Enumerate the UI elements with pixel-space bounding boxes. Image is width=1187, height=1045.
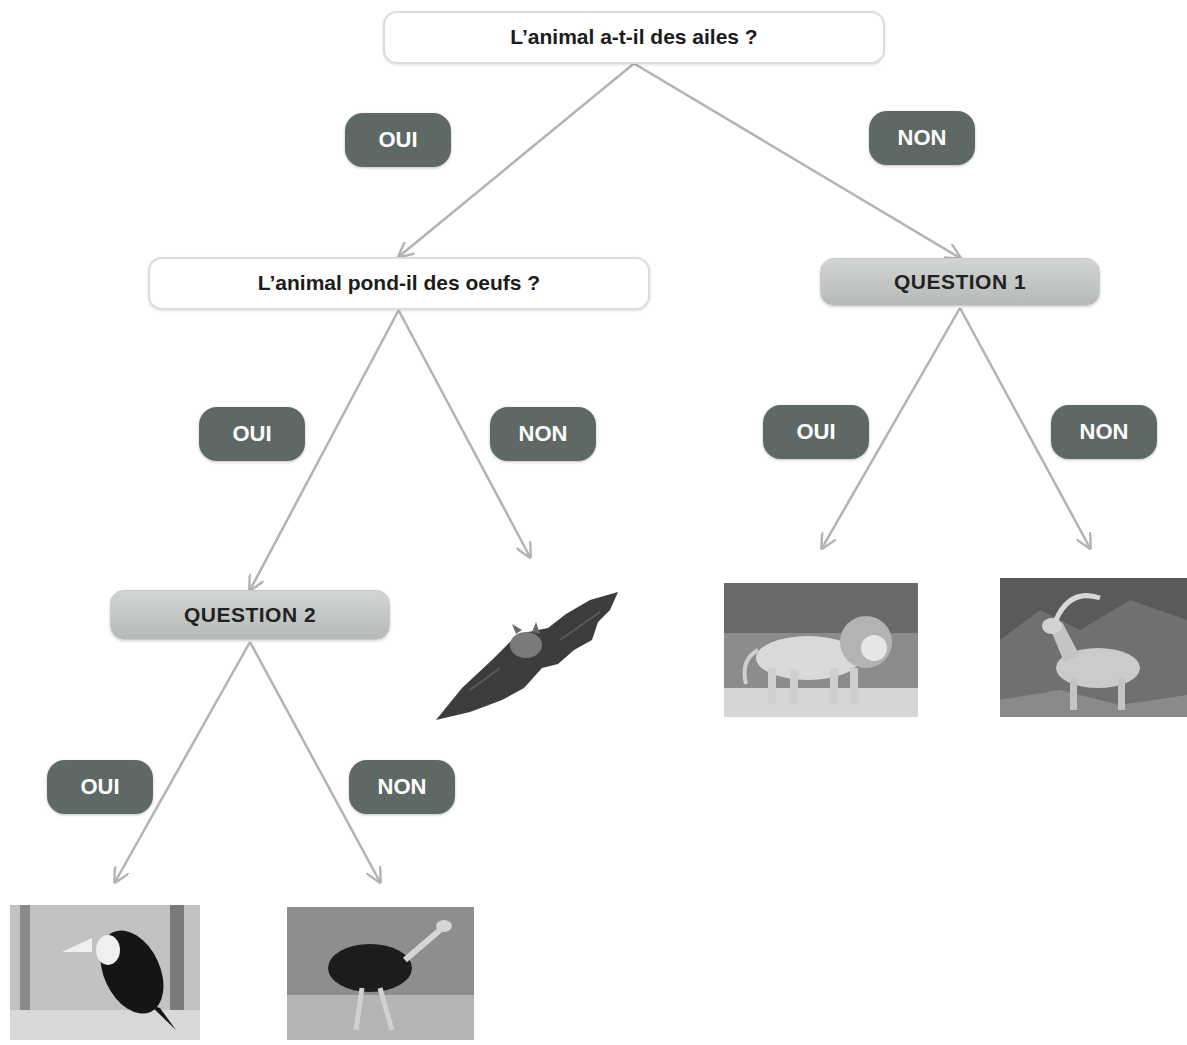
lion-photo — [850, 668, 858, 704]
answer-label: NON — [378, 774, 427, 800]
bat-picture — [436, 592, 618, 720]
ibex-photo — [1000, 578, 1187, 640]
ostrich-photo — [356, 988, 392, 1030]
answer-label: NON — [519, 421, 568, 447]
lion-photo — [840, 616, 892, 668]
ibex-photo — [1118, 678, 1125, 710]
node-text: QUESTION 2 — [184, 603, 316, 627]
answer-pill: NON — [349, 760, 455, 814]
bat-picture — [436, 592, 618, 720]
ibex-photo — [1000, 578, 1187, 717]
ostrich-photo — [436, 920, 452, 932]
bat-picture — [512, 622, 540, 634]
ostrich-photo — [287, 907, 474, 1040]
lion-photo — [724, 583, 918, 717]
answer-pill: OUI — [345, 113, 451, 167]
ibex-photo — [1070, 678, 1077, 710]
answer-label: OUI — [796, 419, 835, 445]
toucan-photo — [150, 1005, 176, 1030]
bat-picture — [510, 632, 542, 658]
toucan-photo — [10, 905, 200, 1040]
answer-pill: NON — [869, 111, 975, 165]
ostrich-photo — [328, 944, 412, 992]
lion-photo — [830, 668, 838, 704]
ibex-photo — [1056, 596, 1100, 620]
toucan-photo — [10, 905, 200, 1040]
ostrich-photo — [287, 995, 474, 1040]
answer-label: OUI — [80, 774, 119, 800]
toucan-photo — [88, 920, 176, 1023]
ostrich-photo — [287, 907, 474, 1040]
decision-box: L’animal pond-il des oeufs ? — [148, 257, 650, 310]
ostrich-photo — [405, 930, 440, 960]
node-text: L’animal pond-il des oeufs ? — [258, 271, 540, 295]
toucan-photo — [96, 935, 120, 965]
ibex-photo — [1000, 690, 1187, 717]
answer-pill: NON — [490, 407, 596, 461]
lion-photo — [724, 583, 918, 633]
node-text: QUESTION 1 — [894, 270, 1026, 294]
answer-pill: OUI — [199, 407, 305, 461]
question-box: QUESTION 2 — [110, 590, 390, 640]
lion-photo — [768, 668, 776, 704]
lion-photo — [861, 635, 887, 661]
edge-label: NON — [898, 125, 947, 151]
lion-photo — [724, 583, 918, 717]
question-box: QUESTION 1 — [820, 258, 1100, 306]
toucan-photo — [62, 938, 92, 952]
lion-photo — [724, 688, 918, 717]
answer-pill: NON — [1051, 405, 1157, 459]
ibex-photo — [1042, 618, 1062, 634]
answer-pill: OUI — [47, 760, 153, 814]
decision-box: L’animal a-t-il des ailes ? — [383, 11, 885, 64]
lion-photo — [745, 650, 759, 684]
node-text: L’animal a-t-il des ailes ? — [510, 25, 757, 49]
ibex-photo — [1000, 578, 1187, 717]
edge-label: OUI — [232, 421, 271, 447]
bat-picture — [470, 612, 600, 690]
answer-label: NON — [1080, 419, 1129, 445]
edge-label: OUI — [378, 127, 417, 153]
answer-pill: OUI — [763, 405, 869, 459]
lion-photo — [790, 670, 798, 704]
